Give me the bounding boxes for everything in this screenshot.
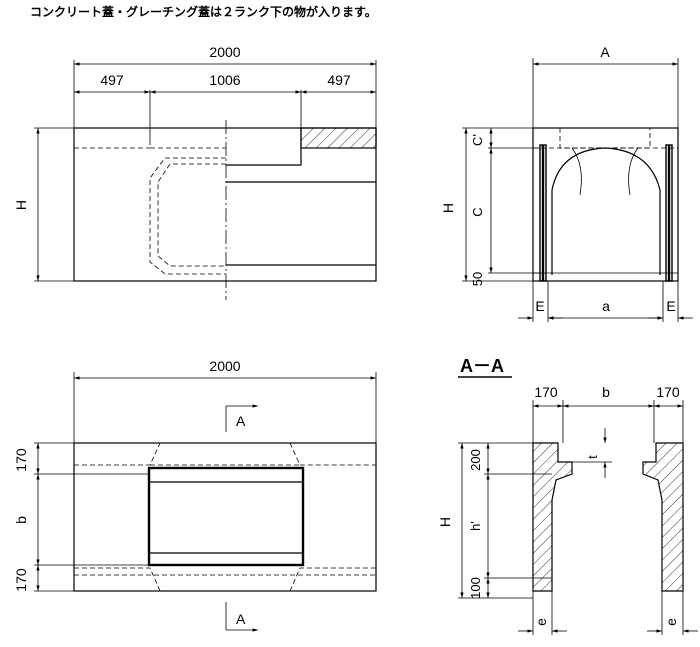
plan-top-label: 170 [13,448,29,472]
side-width-label: A [600,44,610,60]
section-h-prime-label: h' [468,521,483,531]
section-e-right-label: e [663,618,679,626]
plan-middle-label: b [13,516,29,524]
plan-section-bottom-label: A [236,611,246,627]
side-a-label: a [602,298,610,314]
section-title: A－A [460,356,504,376]
section-bottom-height-label: 100 [468,577,483,599]
side-body-outline [532,127,679,282]
plan-width-label: 2000 [209,358,240,374]
section-left-width-label: 170 [534,384,558,400]
side-e-left-label: E [535,298,544,314]
section-middle-label: b [602,384,610,400]
section-top-height-label: 200 [468,449,483,471]
side-e-right-label: E [666,298,675,314]
front-right-segment-label: 497 [327,72,351,88]
front-hatched-cover [300,127,377,149]
plan-body-outline [73,442,377,592]
section-e-left-label: e [533,618,549,626]
section-height-label: H [437,517,453,527]
front-view: 2000 497 1006 497 H [13,44,377,300]
side-view: A H C' C 50 [440,44,693,322]
side-channel-arch [551,147,661,275]
section-view: A－A 170 b 170 t H 200 h' 100 [437,356,698,635]
front-height-label: H [13,200,29,210]
side-c-label: C [470,207,485,216]
note-text: コンクリート蓋・グレーチング蓋は２ランク下の物が入ります。 [30,5,377,19]
front-middle-segment-label: 1006 [209,72,240,88]
plan-bottom-label: 170 [13,568,29,592]
plan-section-top-label: A [236,413,246,429]
section-t-label: t [585,455,600,459]
section-right-width-label: 170 [656,384,680,400]
side-base-label: 50 [470,272,485,286]
front-body-outline [73,127,377,282]
front-left-segment-label: 497 [100,72,124,88]
plan-view: 2000 A A 170 b 170 [13,358,377,632]
plan-cover-opening [147,466,305,567]
side-height-label: H [440,203,456,213]
section-right-wall [642,442,684,592]
side-c-prime-label: C' [470,134,485,146]
front-width-label: 2000 [209,44,240,60]
section-left-wall [532,442,573,592]
